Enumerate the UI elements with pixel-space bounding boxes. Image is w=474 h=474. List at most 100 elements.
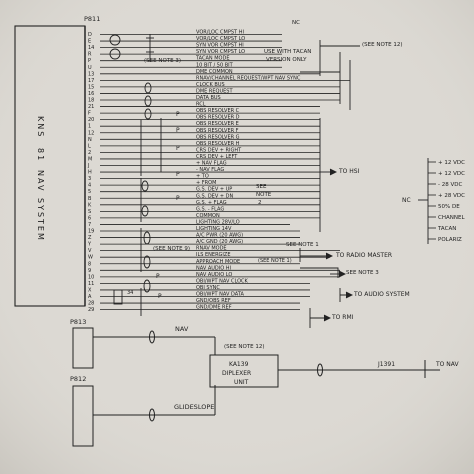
pin-number: H bbox=[88, 170, 92, 176]
signal-label: OBS RESOLVER C bbox=[196, 108, 240, 114]
signal-label: OBS RESOLVER D bbox=[196, 115, 240, 121]
see-note-1a: (SEE NOTE 1) bbox=[258, 258, 292, 264]
pin-number: 18 bbox=[88, 98, 94, 104]
p-mark: P bbox=[158, 293, 162, 300]
pin-number: 13 bbox=[88, 71, 94, 77]
pin-number: 11 bbox=[88, 281, 94, 287]
pin-number: U bbox=[88, 65, 92, 71]
p-mark: P bbox=[176, 145, 180, 152]
unit-label-word-1: KNS bbox=[36, 116, 45, 138]
see-note-3-top: (SEE NOTE 3) bbox=[144, 58, 181, 64]
signal-label: DME COMMON bbox=[196, 69, 233, 75]
right-list-item: - 28 VDC bbox=[438, 182, 462, 188]
signal-label: RNAV MODE bbox=[196, 246, 227, 252]
signal-label: VOR/LOC CMPST HI bbox=[196, 30, 244, 36]
signal-label: VOR/LOC CMPST LO bbox=[196, 36, 245, 42]
pin-number: 1 bbox=[88, 124, 91, 130]
pin-number: 17 bbox=[88, 78, 94, 84]
right-list-item: + 28 VDC bbox=[438, 193, 465, 199]
pin-number: 9 bbox=[88, 268, 91, 274]
pin-number: B bbox=[88, 196, 92, 202]
pin-number: Y bbox=[87, 242, 92, 248]
p-mark: P bbox=[156, 273, 160, 280]
pin-number: 12 bbox=[88, 130, 94, 136]
pin-number: A bbox=[88, 294, 92, 300]
right-list-item: + 12 VDC bbox=[438, 160, 465, 166]
see-note-2-b: NOTE bbox=[256, 192, 272, 198]
see-note-1: SEE NOTE 1 bbox=[286, 242, 319, 248]
signal-label: SYN VOR CMPST LO bbox=[196, 49, 245, 55]
p813-box bbox=[72, 327, 94, 369]
signal-label: DATA BUS bbox=[196, 95, 221, 101]
see-note-12: (SEE NOTE 12) bbox=[224, 344, 265, 350]
signal-label: G.S. + FLAG bbox=[196, 200, 227, 206]
signal-label: APPROACH MODE bbox=[196, 259, 240, 265]
right-list-item: + 12 VDC bbox=[438, 171, 465, 177]
see-note-12-top: (SEE NOTE 12) bbox=[362, 42, 403, 48]
p-marks: P P P P P P P 34 bbox=[127, 111, 180, 300]
pin-number: S bbox=[88, 209, 91, 215]
j1391-label: J1391 bbox=[377, 361, 395, 368]
pin-number: Z bbox=[88, 235, 92, 241]
p812-box bbox=[72, 385, 94, 447]
signal-label: RNAV/CHANNEL REQUEST/WPT NAV SYNC bbox=[196, 75, 301, 81]
signal-label: LIGHTING 28V/LO bbox=[196, 219, 240, 225]
right-list-item: TACAN bbox=[437, 226, 456, 232]
nc-label-top: NC bbox=[292, 20, 300, 26]
p812-label: P812 bbox=[70, 375, 86, 383]
signal-label: OBI SYNC bbox=[196, 285, 220, 291]
signal-label: + TO bbox=[196, 174, 209, 180]
see-note-2-a: SEE bbox=[256, 184, 267, 190]
signal-label: NAV AUDIO HI bbox=[196, 265, 231, 271]
pin-number: 8 bbox=[88, 261, 91, 267]
pin-number: 29 bbox=[88, 307, 94, 313]
pin-labels: DE14RPU131715161821F20112NL2MJH345BKS671… bbox=[87, 32, 94, 313]
pin-number: D bbox=[88, 32, 92, 38]
signal-label: G.S. - FLAG bbox=[196, 206, 224, 212]
unit-label-word-4: SYSTEM bbox=[36, 198, 45, 242]
right-list-item: POLARIZ bbox=[438, 237, 462, 243]
pin-number: 15 bbox=[88, 84, 94, 90]
pin-number: X bbox=[88, 287, 92, 293]
to-audio-system: TO AUDIO SYSTEM bbox=[353, 291, 410, 298]
right-list-item: 50% DE bbox=[438, 204, 460, 210]
to-hsi: TO HSI bbox=[338, 168, 360, 175]
signal-label: LIGHTING 14V bbox=[196, 226, 232, 232]
pin-number: 20 bbox=[88, 117, 94, 123]
pin-number: 5 bbox=[88, 189, 91, 195]
pin-number: 14 bbox=[88, 45, 94, 51]
use-with-tacan: USE WITH TACAN bbox=[264, 49, 311, 55]
to-rmi: TO RMI bbox=[331, 314, 354, 321]
num-34: 34 bbox=[127, 290, 133, 296]
to-radio-master: TO RADIO MASTER bbox=[335, 252, 392, 259]
signal-label: CRS DEV + LEFT bbox=[196, 154, 238, 160]
pin-number: 6 bbox=[88, 215, 91, 221]
signal-label: A/C PWR (20 AWG) bbox=[196, 233, 243, 239]
signal-label: + NAV FLAG bbox=[196, 161, 227, 167]
signal-label: - NAV FLAG bbox=[196, 167, 224, 173]
signal-label: GND/OBS REF bbox=[196, 298, 231, 304]
see-note-2-c: 2 bbox=[258, 200, 262, 206]
diplexer-box bbox=[209, 354, 279, 388]
pin-number: E bbox=[88, 39, 91, 45]
diplexer-line-3: UNIT bbox=[234, 379, 249, 386]
pin-number: F bbox=[88, 111, 91, 117]
p813-label: P813 bbox=[70, 318, 86, 326]
pin-number: P bbox=[88, 58, 91, 64]
pin-number: 16 bbox=[88, 91, 94, 97]
signal-label: OBS RESOLVER H bbox=[196, 141, 240, 147]
signal-label: OBS RESOLVER F bbox=[196, 128, 239, 134]
pin-number: 2 bbox=[88, 150, 91, 156]
pin-number: K bbox=[88, 202, 92, 208]
signal-label: OBI/WPT NAV CLOCK bbox=[196, 278, 249, 284]
signal-label: COMMON bbox=[196, 213, 220, 219]
version-only: VERSION ONLY bbox=[266, 57, 307, 63]
to-nav-antenna: TO NAV bbox=[435, 361, 460, 368]
see-note-9: (SEE NOTE 9) bbox=[153, 246, 190, 252]
pin-number: 3 bbox=[88, 176, 91, 182]
annotations: NC USE WITH TACAN VERSION ONLY (SEE NOTE… bbox=[144, 20, 410, 350]
p-mark: P bbox=[176, 171, 180, 178]
